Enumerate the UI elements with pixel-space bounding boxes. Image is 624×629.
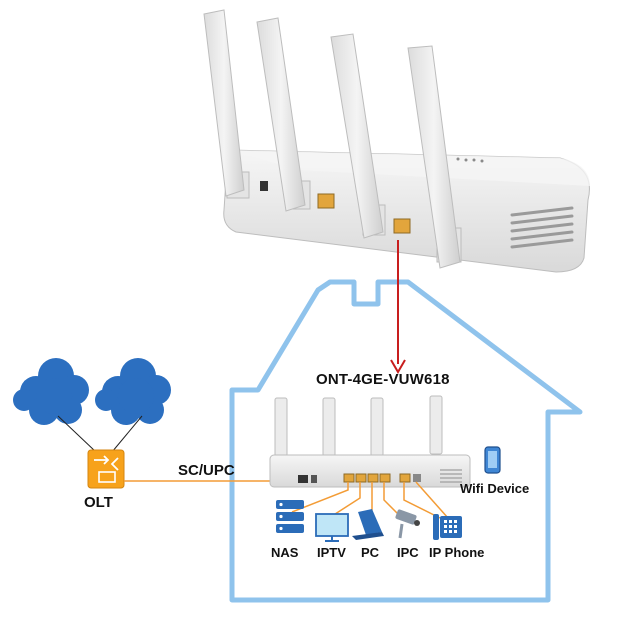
tv-icon <box>315 513 349 542</box>
iptv-label: IPTV <box>317 545 346 560</box>
wifi-device-icon <box>484 446 501 474</box>
phone-icon <box>433 514 462 540</box>
cloud-link <box>57 415 97 453</box>
nas-label: NAS <box>271 545 299 560</box>
device-model-label: ONT-4GE-VUW618 <box>316 371 450 388</box>
router-photo <box>203 9 590 273</box>
antenna <box>330 33 384 239</box>
nas-icon <box>276 500 304 533</box>
cloud-icon <box>95 358 171 425</box>
laptop-icon <box>352 509 384 540</box>
router-port <box>260 181 268 191</box>
house-outline <box>229 279 583 603</box>
arrow-head <box>390 359 406 374</box>
wifi-device-label: Wifi Device <box>460 481 530 496</box>
router-port <box>317 193 335 209</box>
ip-phone-label: IP Phone <box>429 545 485 560</box>
small-router <box>269 395 471 488</box>
router-port <box>393 218 411 234</box>
router-top-face <box>228 150 590 186</box>
antenna <box>203 9 245 197</box>
pc-label: PC <box>361 545 380 560</box>
antenna <box>407 45 461 269</box>
cloud-icon <box>13 358 89 425</box>
olt-icon <box>87 449 125 489</box>
router-vents <box>510 206 574 249</box>
ipc-label: IPC <box>397 545 419 560</box>
camera-icon <box>395 509 420 539</box>
router-antennas <box>203 9 461 269</box>
router-leds <box>456 157 484 163</box>
olt-label: OLT <box>84 494 113 511</box>
antenna <box>256 17 306 212</box>
cloud-link <box>111 415 143 453</box>
connector-label: SC/UPC <box>178 462 235 479</box>
